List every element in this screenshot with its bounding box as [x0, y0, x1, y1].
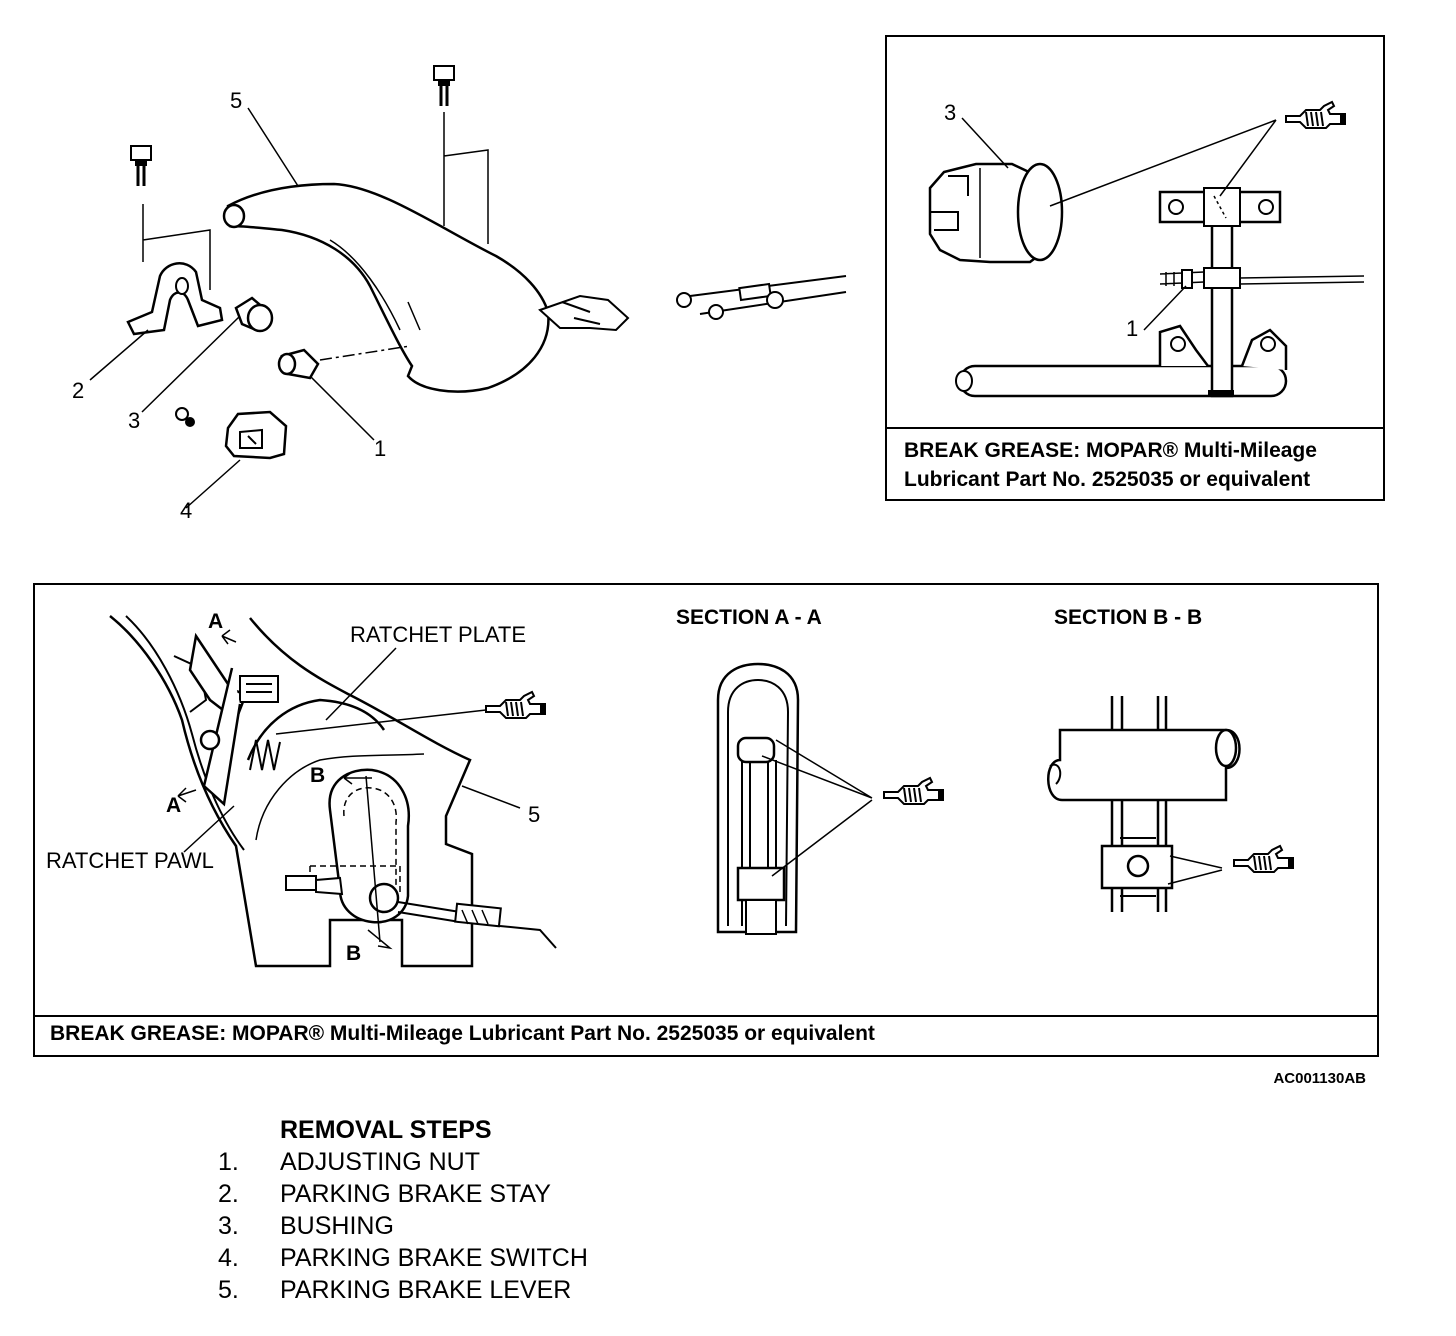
figure-id: AC001130AB — [1273, 1070, 1366, 1087]
detail-callout-5: 5 — [528, 802, 540, 827]
parking-brake-cable — [676, 275, 847, 320]
inset-caption-line-1: BREAK GREASE: MOPAR® Multi-Mileage — [904, 439, 1317, 462]
callout-5: 5 — [230, 88, 242, 113]
inset-callout-3: 3 — [944, 100, 956, 125]
callout-3: 3 — [128, 408, 140, 433]
grease-gun-icon — [1285, 101, 1347, 129]
adjusting-nut — [277, 348, 320, 380]
step-label: BUSHING — [280, 1212, 394, 1240]
marker-b-bottom: B — [346, 942, 361, 965]
step-number: 3. — [218, 1212, 239, 1240]
ratchet-pawl-label: RATCHET PAWL — [46, 848, 214, 873]
marker-a-top: A — [208, 610, 223, 633]
removal-step: 4. PARKING BRAKE SWITCH — [218, 1242, 588, 1274]
grease-gun-icon — [883, 777, 945, 805]
step-number: 4. — [218, 1244, 239, 1272]
removal-step: 3. BUSHING — [218, 1210, 588, 1242]
removal-step: 1. ADJUSTING NUT — [218, 1146, 588, 1178]
parking-brake-lever — [222, 182, 630, 393]
marker-b-top: B — [310, 764, 325, 787]
parking-brake-switch — [224, 410, 288, 460]
step-number: 2. — [218, 1180, 239, 1208]
marker-a-bottom: A — [166, 794, 181, 817]
callout-2: 2 — [72, 378, 84, 403]
bolt-icon — [130, 145, 152, 186]
inset-caption-line-2: Lubricant Part No. 2525035 or equivalent — [904, 468, 1311, 491]
grease-gun-icon — [485, 691, 547, 719]
ratchet-mechanism — [109, 615, 557, 968]
pivot-assembly — [955, 187, 1365, 398]
step-label: PARKING BRAKE STAY — [280, 1180, 551, 1208]
section-b-title: SECTION B - B — [1054, 606, 1202, 629]
ratchet-plate-label: RATCHET PLATE — [350, 622, 526, 647]
callout-4: 4 — [180, 498, 192, 523]
section-a-drawing — [716, 662, 800, 935]
inset-panel: 3 1 — [885, 35, 1385, 501]
section-b-drawing — [1047, 696, 1241, 912]
bushing — [234, 296, 274, 333]
detail-grease-caption: BREAK GREASE: MOPAR® Multi-Mileage Lubri… — [50, 1022, 875, 1045]
callout-1: 1 — [374, 436, 386, 461]
parking-brake-stay — [126, 262, 224, 336]
step-number: 1. — [218, 1148, 239, 1176]
removal-step: 2. PARKING BRAKE STAY — [218, 1178, 588, 1210]
screw-icon — [175, 407, 195, 427]
bolt-icon — [433, 65, 455, 106]
step-label: PARKING BRAKE LEVER — [280, 1276, 572, 1304]
removal-step: 5. PARKING BRAKE LEVER — [218, 1274, 588, 1306]
detail-panel: A A B B RATCHET PLATE RATCHET PAWL 5 SEC… — [33, 583, 1379, 1057]
bushing-enlarged — [928, 162, 1064, 264]
removal-steps-title: REMOVAL STEPS — [280, 1116, 492, 1144]
step-label: PARKING BRAKE SWITCH — [280, 1244, 588, 1272]
step-label: ADJUSTING NUT — [280, 1148, 480, 1176]
inset-callout-1: 1 — [1126, 316, 1138, 341]
step-number: 5. — [218, 1276, 239, 1304]
removal-steps: REMOVAL STEPS 1. ADJUSTING NUT 2. PARKIN… — [218, 1114, 588, 1306]
section-a-title: SECTION A - A — [676, 606, 822, 629]
inset-grease-caption: BREAK GREASE: MOPAR® Multi-Mileage Lubri… — [904, 436, 1374, 494]
grease-gun-icon — [1233, 845, 1295, 873]
exploded-view: 5 2 3 3 1 4 — [72, 65, 847, 523]
